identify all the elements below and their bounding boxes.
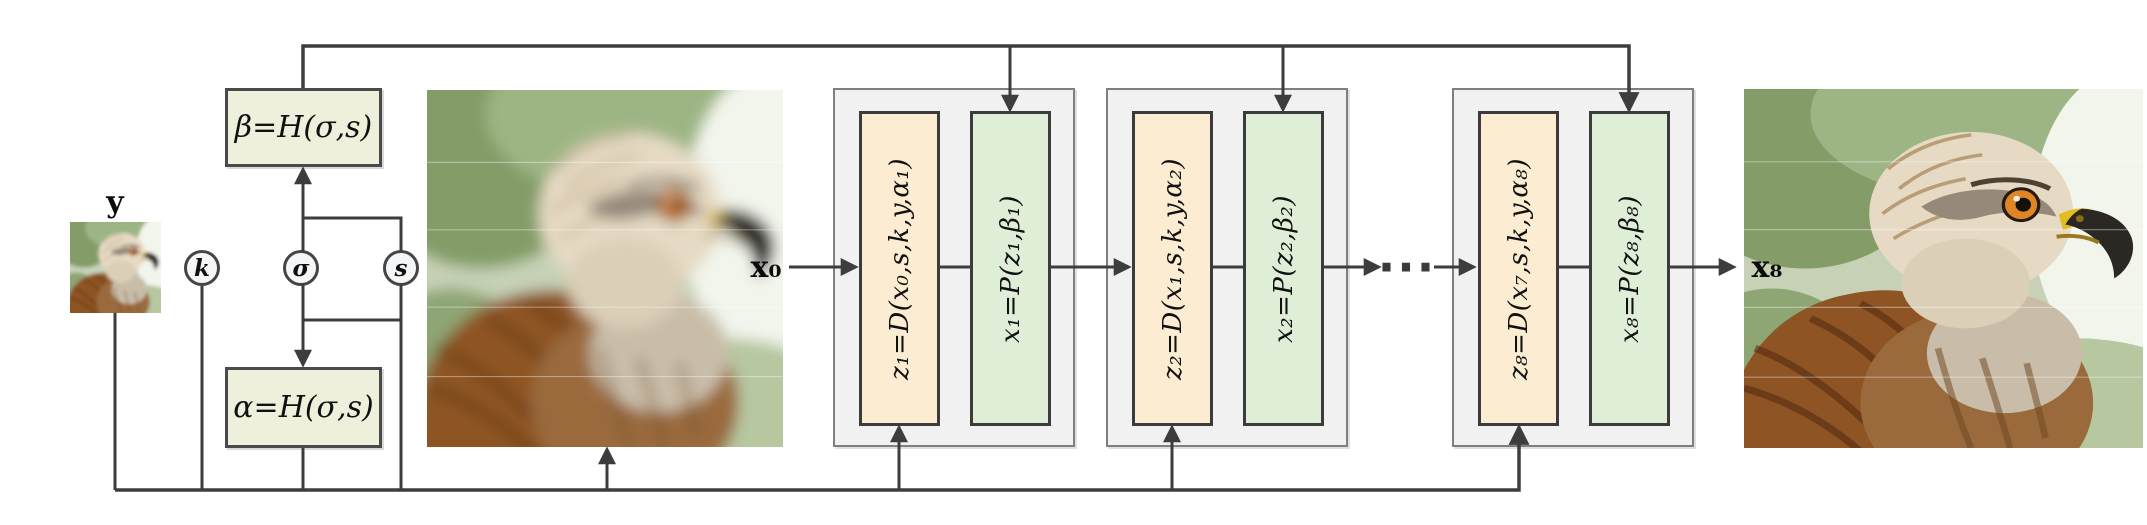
param-circle-scale: s bbox=[383, 250, 419, 286]
data-module-box-2: z₂=D(x₁,s,k,y,α₂) bbox=[1132, 111, 1213, 426]
kernel-symbol: k bbox=[194, 254, 210, 282]
initial-image-x0 bbox=[427, 90, 783, 447]
stage-block-8: z₈=D(x₇,s,k,y,α₈) x₈=P(z₈,β₈) bbox=[1452, 88, 1694, 447]
prior-module-box-1: x₁=P(z₁,β₁) bbox=[970, 111, 1051, 426]
label-x0: x₀ bbox=[750, 249, 782, 285]
param-circle-kernel: k bbox=[184, 250, 220, 286]
scale-to-beta-wire bbox=[303, 216, 403, 252]
noise-symbol: σ bbox=[292, 254, 310, 282]
hyperparam-box-alpha: α=H(σ,s) bbox=[225, 367, 382, 448]
prior-module-formula-8: x₈=P(z₈,β₈) bbox=[1614, 194, 1645, 343]
bird-photo-sharp bbox=[1744, 89, 2143, 448]
prior-module-formula-1: x₁=P(z₁,β₁) bbox=[995, 194, 1026, 343]
param-circle-noise: σ bbox=[283, 250, 319, 286]
label-x8: x₈ bbox=[1751, 249, 1783, 285]
data-module-box-8: z₈=D(x₇,s,k,y,α₈) bbox=[1478, 111, 1559, 426]
input-image-y bbox=[70, 222, 161, 313]
data-module-formula-1: z₁=D(x₀,s,k,y,α₁) bbox=[884, 157, 915, 380]
hairline-artifacts bbox=[1744, 161, 2143, 378]
label-y: y bbox=[106, 184, 124, 220]
beta-formula: β=H(σ,s) bbox=[234, 110, 373, 145]
data-module-formula-2: z₂=D(x₁,s,k,y,α₂) bbox=[1157, 157, 1188, 380]
bird-photo-blurred-large bbox=[427, 90, 783, 447]
output-image-x8 bbox=[1744, 89, 2143, 448]
bird-photo-blurred-small bbox=[70, 222, 161, 313]
data-module-formula-8: z₈=D(x₇,s,k,y,α₈) bbox=[1503, 157, 1534, 380]
data-module-box-1: z₁=D(x₀,s,k,y,α₁) bbox=[859, 111, 940, 426]
stage-block-2: z₂=D(x₁,s,k,y,α₂) x₂=P(z₂,β₂) bbox=[1106, 88, 1348, 447]
scale-symbol: s bbox=[394, 254, 408, 282]
alpha-formula: α=H(σ,s) bbox=[233, 390, 374, 425]
hairline-artifacts bbox=[427, 161, 783, 378]
prior-module-box-8: x₈=P(z₈,β₈) bbox=[1589, 111, 1670, 426]
stage-block-1: z₁=D(x₀,s,k,y,α₁) x₁=P(z₁,β₁) bbox=[833, 88, 1075, 447]
prior-module-box-2: x₂=P(z₂,β₂) bbox=[1243, 111, 1324, 426]
hyperparam-box-beta: β=H(σ,s) bbox=[225, 88, 382, 167]
prior-module-formula-2: x₂=P(z₂,β₂) bbox=[1268, 194, 1299, 343]
ellipsis-dots: ··· bbox=[1377, 240, 1437, 294]
